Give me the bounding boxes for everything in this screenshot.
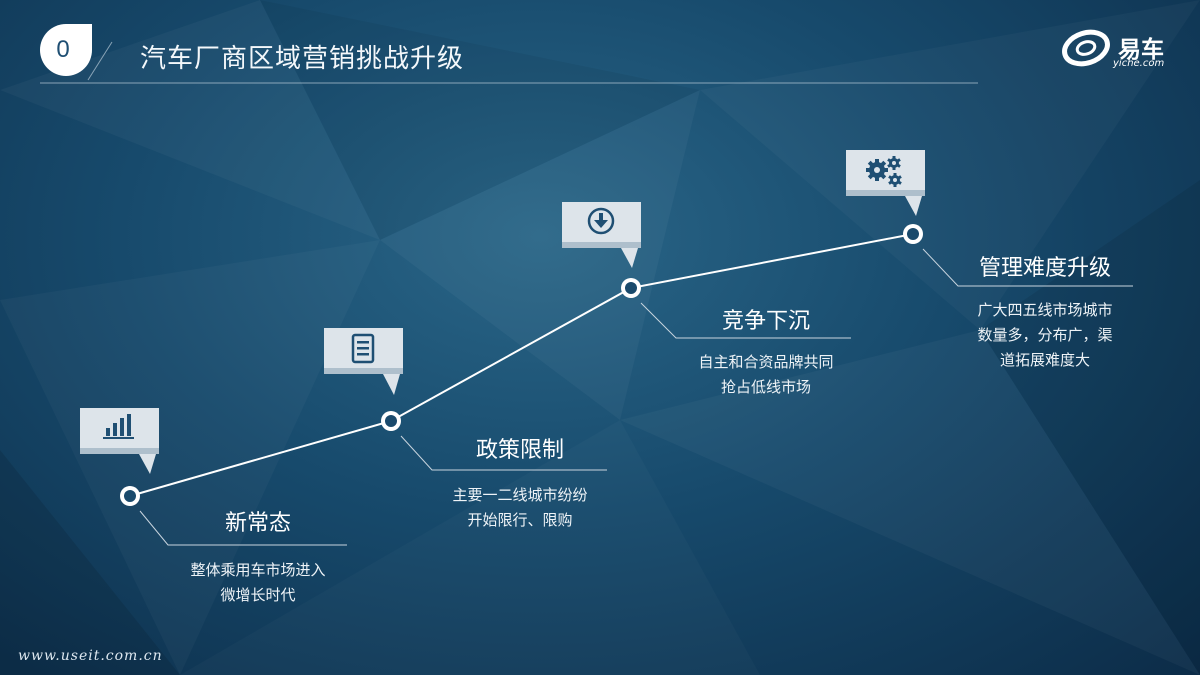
step-card-4 [846, 150, 925, 216]
document-icon [351, 333, 375, 364]
page-title: 汽车厂商区域营销挑战升级 [140, 44, 465, 74]
pointer-line-1 [139, 510, 347, 546]
gears-icon [866, 156, 902, 187]
step-desc-2: 主要一二线城市纷纷 开始限行、限购 [452, 486, 588, 529]
pointer-line-3 [640, 302, 851, 339]
step-card-3 [562, 202, 641, 268]
logo-name: 易车 [1118, 37, 1164, 63]
pointer-line-4 [922, 248, 1133, 287]
step-title-2: 政策限制 [475, 438, 564, 463]
step-card-2 [324, 328, 403, 395]
footer-watermark: www.useit.com.cn [18, 648, 163, 664]
yiche-logo-icon [1062, 29, 1110, 67]
step-title-3: 竞争下沉 [721, 309, 810, 334]
step-title-4: 管理难度升级 [978, 256, 1111, 281]
logo-domain: yiche.com [1113, 58, 1165, 69]
step-desc-4: 广大四五线市场城市 数量多，分布广，渠 道拓展难度大 [977, 301, 1113, 369]
download-icon [587, 207, 615, 235]
timeline-line [129, 233, 914, 497]
section-badge [40, 24, 92, 76]
step-desc-3: 自主和合资品牌共同 抢占低线市场 [698, 353, 834, 396]
section-number: 0 [56, 36, 70, 63]
bar-chart-icon [103, 414, 134, 439]
step-card-1 [80, 408, 159, 474]
step-desc-1: 整体乘用车市场进入 微增长时代 [190, 561, 326, 604]
pointer-line-2 [400, 435, 607, 471]
step-title-1: 新常态 [224, 511, 291, 536]
